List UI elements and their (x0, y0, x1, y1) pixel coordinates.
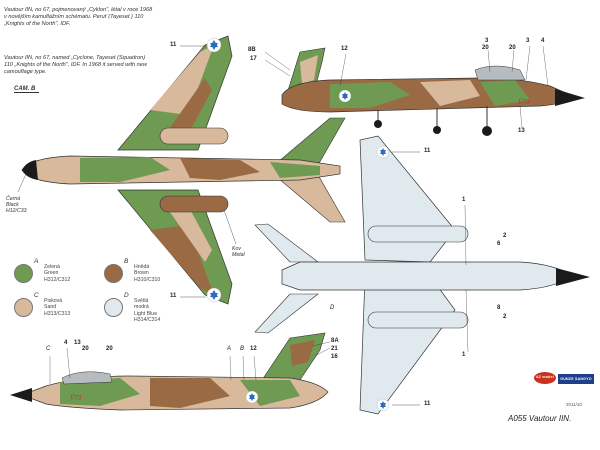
top-view-plane (17, 35, 346, 305)
top-view-engine-upper (159, 127, 229, 145)
color-legend: A Zelená Green H312/C312 B Hnědá Brown H… (14, 258, 194, 335)
callout-20b-lower: 20 (106, 346, 113, 352)
callout-3: 3 (485, 38, 489, 44)
callout-13-lower: 13 (74, 340, 81, 346)
under-view-nose (556, 268, 590, 286)
camouflage-label: CAM. B (14, 86, 40, 93)
callout-11-bottom-wing: 11 (170, 293, 177, 299)
top-view-engine-lower (159, 195, 229, 213)
callout-8: 8 (497, 305, 501, 311)
description-czech: Vautour IIN, no 67, pojmenovaný „Cyklon"… (4, 7, 153, 27)
side-view-upper-roundel (338, 89, 352, 103)
under-view-tail-upper (254, 223, 319, 263)
callout-d: D (330, 305, 335, 311)
callout-12-lower: 12 (250, 346, 257, 352)
top-view-tail-upper (277, 117, 346, 166)
callout-c-lower: C (46, 346, 51, 352)
callout-b-lower: B (240, 346, 245, 352)
under-view-engine-upper (367, 225, 469, 243)
callout-20b-upper: 20 (509, 45, 516, 51)
side-view-lower-nose-art: Ṽ73 (70, 394, 82, 402)
callout-11-top-wing: 11 (170, 42, 177, 48)
swatch-c-chip (14, 298, 33, 317)
gunze-logo: GUNZE SANGYO (558, 374, 594, 384)
side-view-upper-wheel-rear (374, 120, 382, 128)
callout-4-upper: 4 (541, 38, 545, 44)
callout-12-upper: 12 (341, 46, 348, 52)
revision-code: 2011/10 (566, 402, 582, 407)
callout-3-second: 3 (526, 38, 530, 44)
callout-17: 17 (250, 56, 257, 62)
callout-8a: 8A (331, 338, 339, 344)
callout-20a-upper: 20 (482, 45, 489, 51)
annotation-black: Černá Black H12/C33 (6, 196, 27, 215)
sheet-title: A055 Vautour IIN. (508, 414, 572, 423)
side-view-lower-nose (10, 388, 32, 402)
azmodel-logo: AZ model (534, 372, 556, 384)
side-view-lower-plane: Ṽ73 (10, 332, 329, 411)
callout-20a-lower: 20 (82, 346, 89, 352)
top-view-nose-cone (22, 160, 38, 180)
swatch-a-chip (14, 264, 33, 283)
callout-6: 6 (497, 241, 501, 247)
under-view-tail-lower (254, 293, 319, 334)
top-view-roundel-lower (206, 287, 222, 303)
annotation-metal: Kov Metal (232, 246, 245, 259)
description-english: Vautour IIN, no 67, named „Cyclone, Taye… (4, 55, 147, 75)
side-view-upper-wheel-front (482, 126, 492, 136)
callout-11-under-upper: 11 (424, 148, 431, 154)
side-view-upper-wheel-mid (433, 126, 441, 134)
under-view-engine-lower (367, 311, 469, 329)
callout-1-lower: 1 (462, 352, 466, 358)
swatch-d-chip (104, 298, 123, 317)
callout-2-lower: 2 (503, 314, 507, 320)
leader-lines (49, 45, 549, 384)
callout-8b: 8B (248, 47, 256, 53)
side-view-upper-nose-art: Ṽ73 (518, 98, 530, 106)
callout-2-upper: 2 (503, 233, 507, 239)
swatch-b-chip (104, 264, 123, 283)
callout-11-under-lower: 11 (424, 401, 431, 407)
callout-16: 16 (331, 354, 338, 360)
side-view-lower-roundel (245, 390, 259, 404)
callout-13-upper: 13 (518, 128, 525, 134)
under-view-roundel-upper (376, 145, 390, 159)
callout-1-upper: 1 (462, 197, 466, 203)
side-view-upper-nose (555, 89, 585, 106)
top-view-roundel-upper (206, 37, 222, 53)
side-view-upper-plane: Ṽ73 (281, 47, 585, 136)
callout-21: 21 (331, 346, 338, 352)
under-view-plane (254, 135, 590, 415)
callout-a-lower: A (227, 346, 232, 352)
under-view-roundel-lower (376, 398, 390, 412)
top-view-tail-lower (277, 174, 346, 223)
under-view-upper-wing (359, 135, 456, 263)
under-view-fuselage (281, 261, 573, 291)
under-view-lower-wing (359, 275, 456, 415)
callout-4-lower: 4 (64, 340, 68, 346)
